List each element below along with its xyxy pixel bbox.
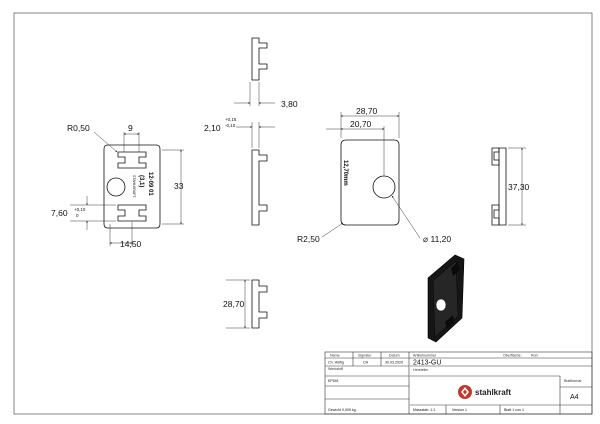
dim-slot-offset-tol-upper: +0,10 [74, 207, 86, 212]
tb-label-material: Werkstoff [328, 367, 343, 371]
tb-label-manufacturer: Hersteller [413, 368, 429, 372]
stahlkraft-logo: stahlkraft [458, 385, 511, 399]
isometric-view [427, 254, 465, 343]
upper-slot [117, 151, 147, 169]
dim-slot-offset: 7,60 [51, 208, 68, 218]
tb-scale: Massstab: 1:1 [413, 408, 435, 412]
back-plate-outline [340, 139, 400, 226]
tb-material-value: EPDM [328, 379, 338, 383]
front-engraving-2: (3,1) [138, 175, 144, 187]
dim-hole-offset: 20,70 [350, 119, 372, 129]
tb-weight: Gewicht 0,009 kg [328, 408, 356, 412]
bottom-profile [251, 279, 268, 329]
side-view-right: 37,30 [491, 147, 530, 226]
dim-back-width: 28,70 [356, 106, 378, 116]
title-block: Name Signatur Datum Ch. Hölfig CH 30.03.… [324, 351, 593, 415]
dim-bottom-width: 28,70 [223, 299, 245, 309]
tb-sheet: Blatt 1 von 1 [504, 408, 524, 412]
back-view: 12,70mm 28,70 20,70 R2,50 ⌀ 11,20 [297, 106, 451, 244]
tb-author-date: 30.03.2020 [385, 361, 403, 365]
tb-label-surface: Oberfläche: [503, 354, 522, 358]
iso-hole [435, 298, 447, 312]
back-hole [372, 175, 396, 199]
dim-corner-radius: R2,50 [297, 234, 320, 244]
dim-right-height: 37,30 [508, 182, 530, 192]
side-top-profile [251, 37, 268, 81]
front-hole [106, 177, 126, 197]
dim-radius-front: R0,50 [67, 123, 90, 133]
dim-slot-width: 9 [128, 123, 133, 133]
side-right-profile [491, 147, 500, 166]
tb-label-article-number: Artikelnummer [413, 354, 437, 358]
tb-surface-value: Roh [531, 354, 538, 358]
brand-name: stahlkraft [475, 388, 511, 397]
front-view: 12-09 01 (3,1) STAHLKRAFT 9 R0,50 33 7,6… [51, 123, 184, 249]
front-plate-outline [103, 144, 161, 229]
dim-slot-position: 14,50 [120, 239, 142, 249]
side-view-mid: 2,10 +0,15 -0,10 [204, 117, 275, 226]
tb-article-number: 2413-GU [413, 360, 441, 367]
side-right-body [498, 147, 507, 226]
bottom-view: 28,70 [223, 279, 268, 329]
tb-col-signature: Signatur [358, 354, 372, 358]
back-engraving: 12,70mm [342, 160, 348, 186]
iso-tab-2 [445, 315, 454, 329]
tb-label-sheet-format: Blattformat [564, 379, 581, 383]
tb-author-signature: CH [363, 361, 369, 365]
tb-col-date: Datum [389, 354, 400, 358]
dim-tab-width: 3,80 [281, 99, 298, 109]
tb-author-name: Ch. Hölfig [328, 361, 344, 365]
dim-thickness: 2,10 [204, 123, 221, 133]
drawing-frame [13, 12, 593, 415]
dim-slot-offset-tol-lower: 0 [76, 213, 79, 218]
iso-tab-1 [451, 262, 460, 276]
front-engraving-1: 12-09 01 [147, 172, 153, 196]
dim-front-height: 33 [174, 181, 184, 191]
side-mid-profile [251, 149, 268, 226]
dim-thickness-tol-lower: -0,10 [225, 123, 236, 128]
tb-col-name: Name [330, 354, 340, 358]
dim-thickness-tol-upper: +0,15 [225, 117, 237, 122]
tb-sheet-format: A4 [570, 394, 579, 401]
tb-version: Version 1 [452, 408, 467, 412]
lower-slot [117, 204, 147, 222]
dim-hole-diameter: ⌀ 11,20 [423, 234, 451, 244]
side-view-top: 3,80 [234, 37, 298, 109]
front-engraving-small: STAHLKRAFT [132, 175, 136, 198]
